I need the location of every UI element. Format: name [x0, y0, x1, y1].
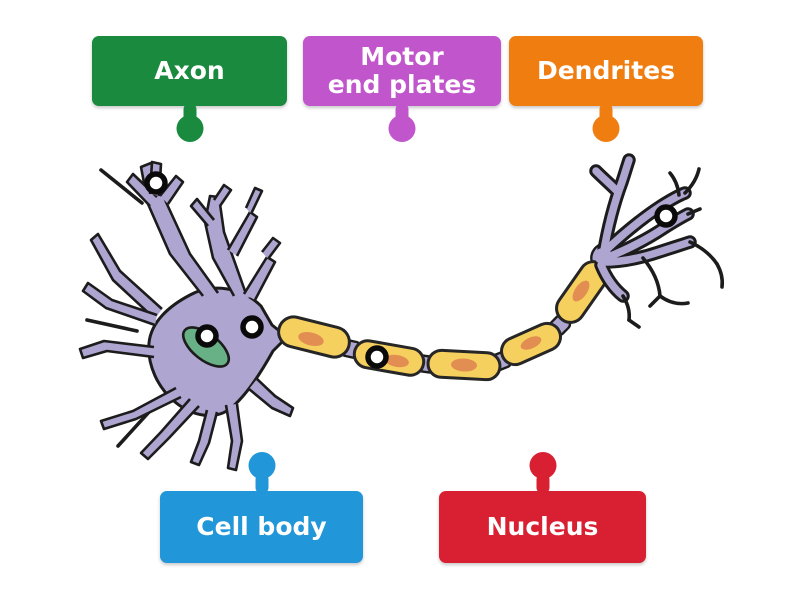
answer-marker[interactable]: [365, 345, 389, 369]
label-cell-body-pin-ball: [248, 452, 275, 479]
dendrites-left: [78, 160, 295, 472]
answer-markers: [144, 171, 678, 369]
label-nucleus-pin-ball: [529, 452, 556, 479]
answer-marker[interactable]: [144, 171, 168, 195]
label-dendrites-pin-ball: [592, 115, 620, 142]
terminal-branches: [589, 153, 725, 329]
axon-myelin-segments: [277, 260, 609, 382]
label-axon-pin-ball: [176, 115, 203, 142]
answer-marker[interactable]: [240, 315, 264, 339]
answer-marker[interactable]: [195, 324, 219, 348]
label-motor-pin-ball: [388, 115, 416, 142]
answer-marker[interactable]: [654, 204, 678, 228]
